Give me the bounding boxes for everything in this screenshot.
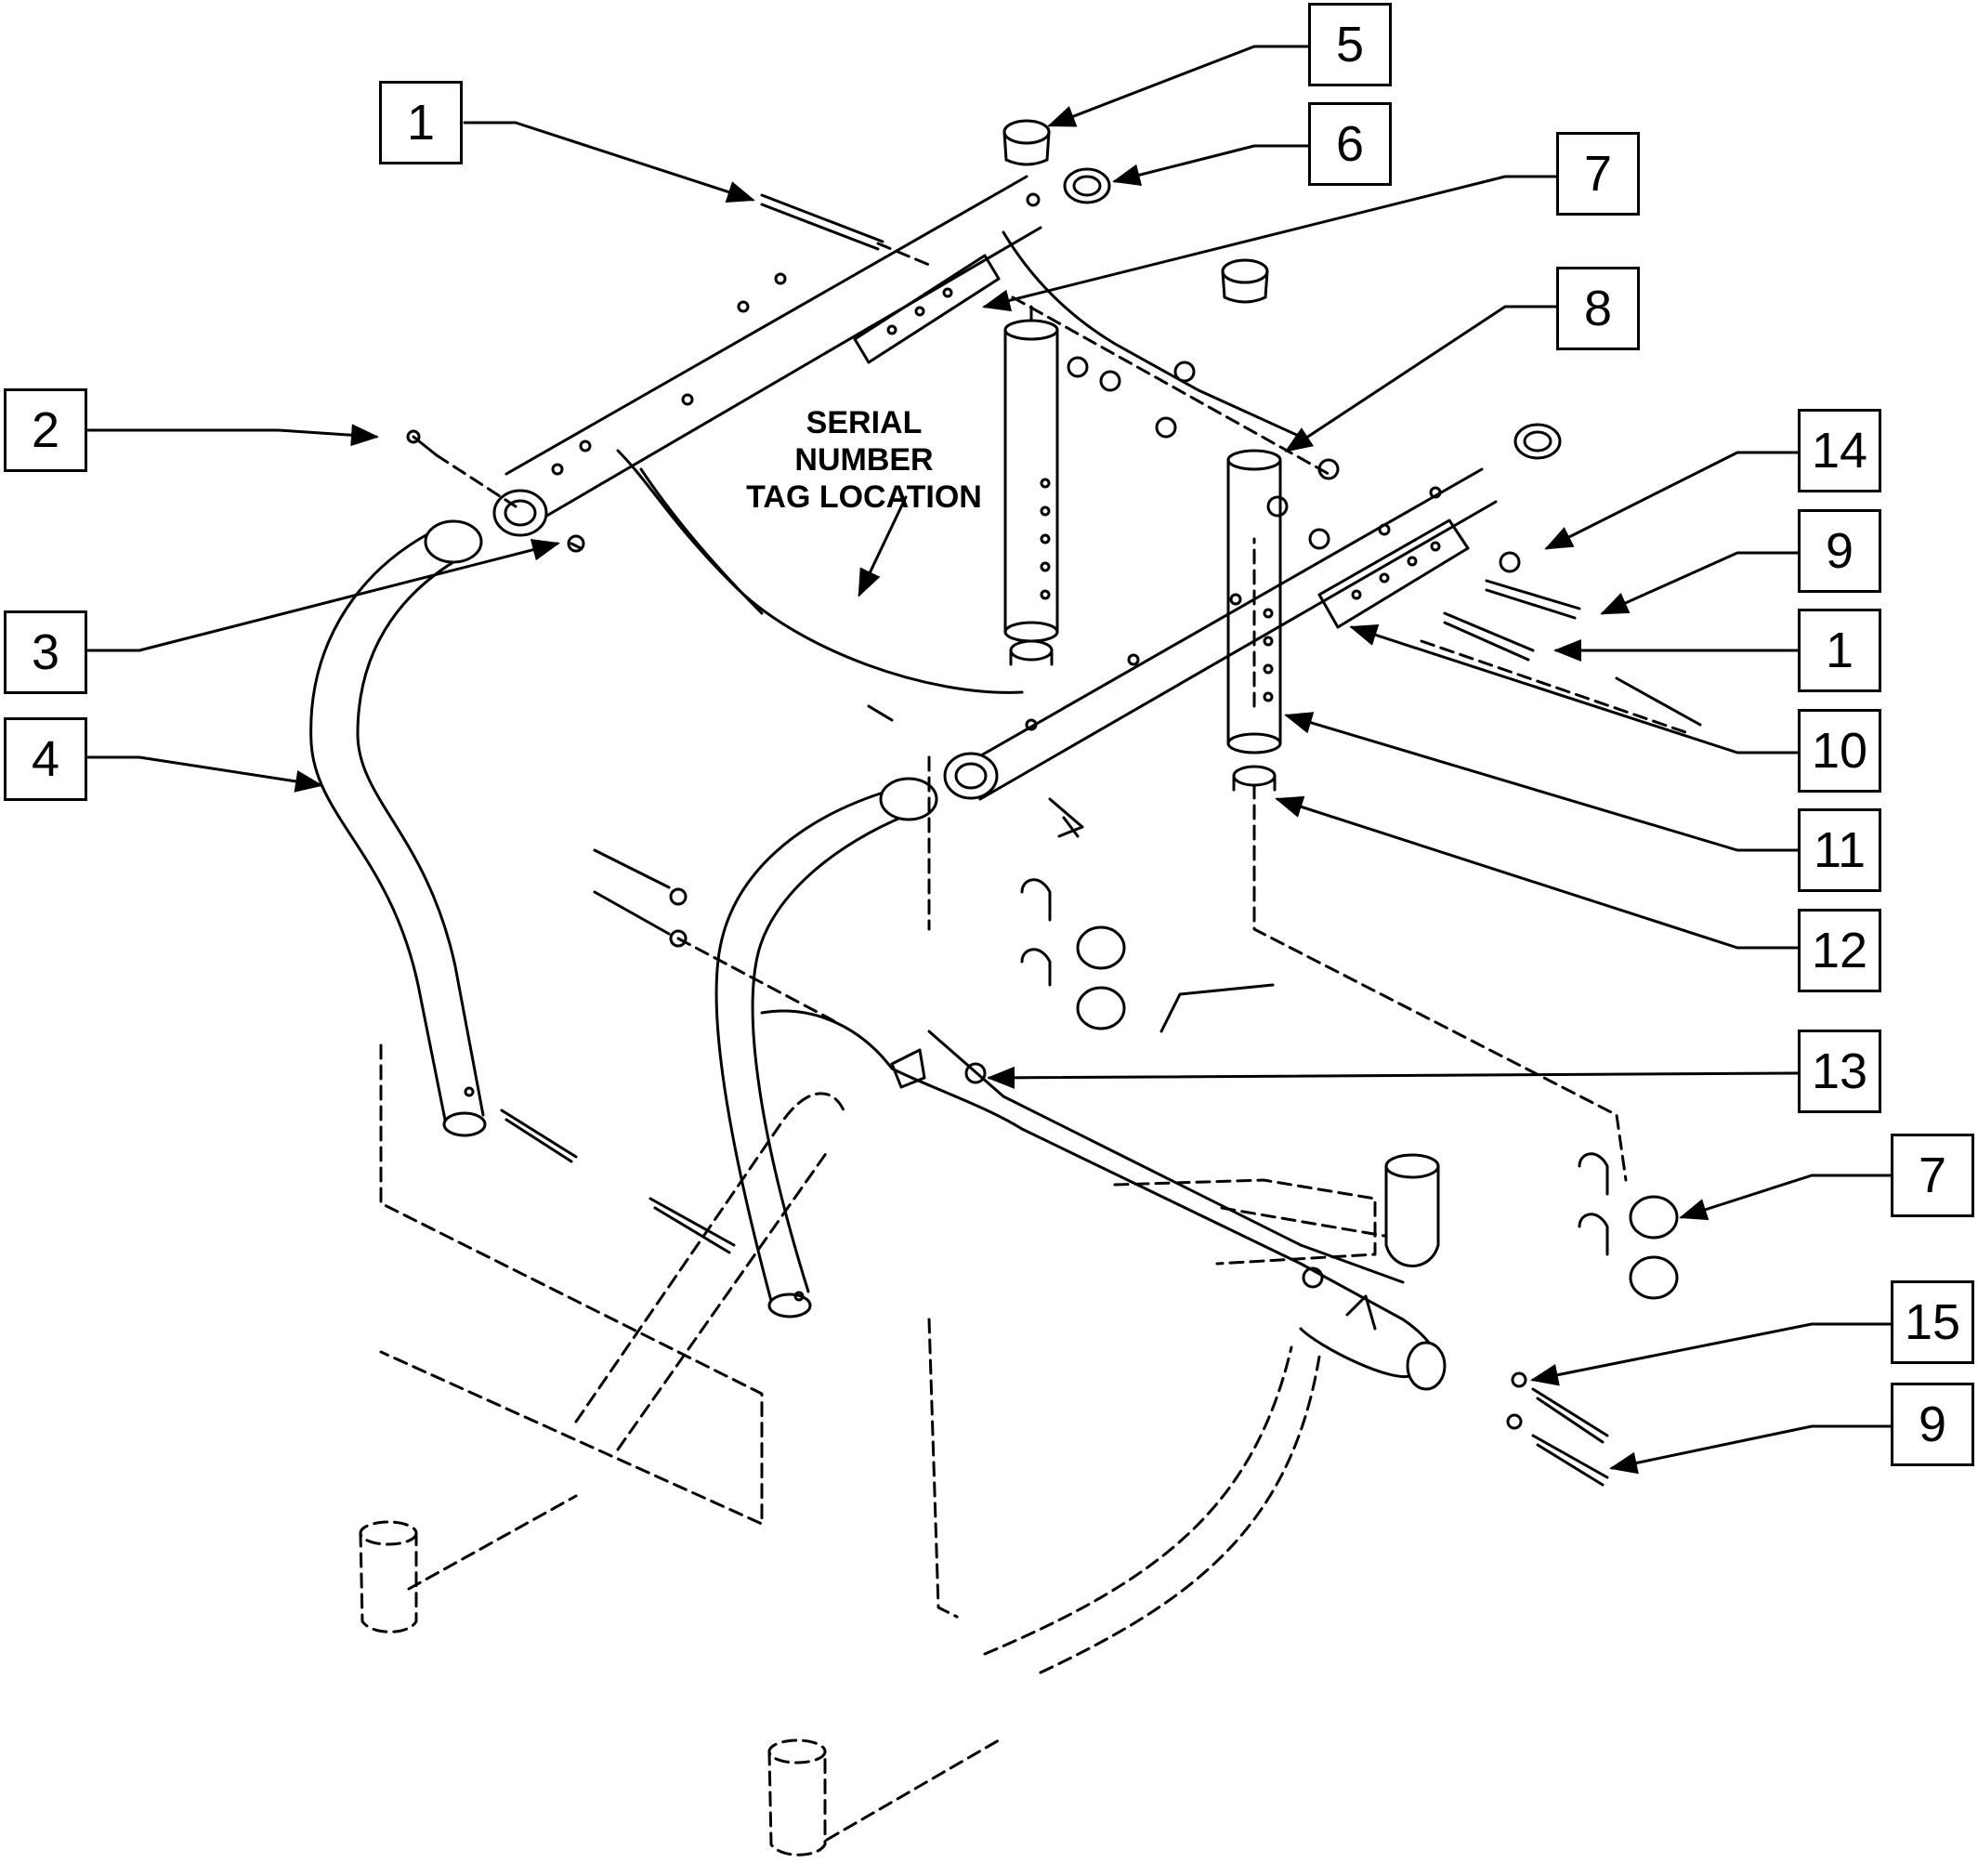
upper-hardware xyxy=(406,193,1702,838)
right-arm-tube xyxy=(593,777,1080,1318)
callout-5: 5 xyxy=(1308,3,1392,86)
left-vertical-tube xyxy=(1003,305,1059,643)
end-caps xyxy=(1002,119,1562,792)
tag-note-line-1: SERIAL NUMBER xyxy=(794,405,934,478)
tag-note-line-2: TAG LOCATION xyxy=(746,479,982,515)
callout-6: 6 xyxy=(1308,102,1392,186)
left-seat-plate xyxy=(853,254,1001,364)
front-cross-tube xyxy=(616,230,1303,694)
lower-bushings xyxy=(1020,878,1679,1487)
right-vertical-tube xyxy=(1226,449,1282,754)
callout-1-right: 1 xyxy=(1798,609,1881,692)
callout-7: 7 xyxy=(1556,132,1640,216)
callout-2: 2 xyxy=(4,388,87,472)
callout-10: 10 xyxy=(1798,709,1881,793)
left-arm-tube xyxy=(309,519,578,1163)
leader-lines xyxy=(86,45,1897,1475)
callout-9-lower: 9 xyxy=(1891,1383,1974,1466)
callout-13: 13 xyxy=(1798,1030,1881,1113)
callout-12: 12 xyxy=(1798,909,1881,992)
callout-15: 15 xyxy=(1891,1280,1974,1364)
upper-right-side-rail xyxy=(943,467,1498,801)
serial-number-tag-note: SERIAL NUMBER TAG LOCATION xyxy=(734,404,994,516)
callout-11: 11 xyxy=(1798,808,1881,892)
callout-14: 14 xyxy=(1798,409,1881,492)
lower-base-frame xyxy=(760,983,1447,1391)
callout-4: 4 xyxy=(4,717,87,801)
callout-8: 8 xyxy=(1556,267,1640,350)
callout-3: 3 xyxy=(4,610,87,694)
right-seat-plate xyxy=(1317,518,1470,629)
callout-7-lower: 7 xyxy=(1891,1134,1974,1217)
callout-9: 9 xyxy=(1798,509,1881,593)
phantom-footrest-assembly xyxy=(359,537,1628,1856)
callout-1: 1 xyxy=(379,81,463,164)
